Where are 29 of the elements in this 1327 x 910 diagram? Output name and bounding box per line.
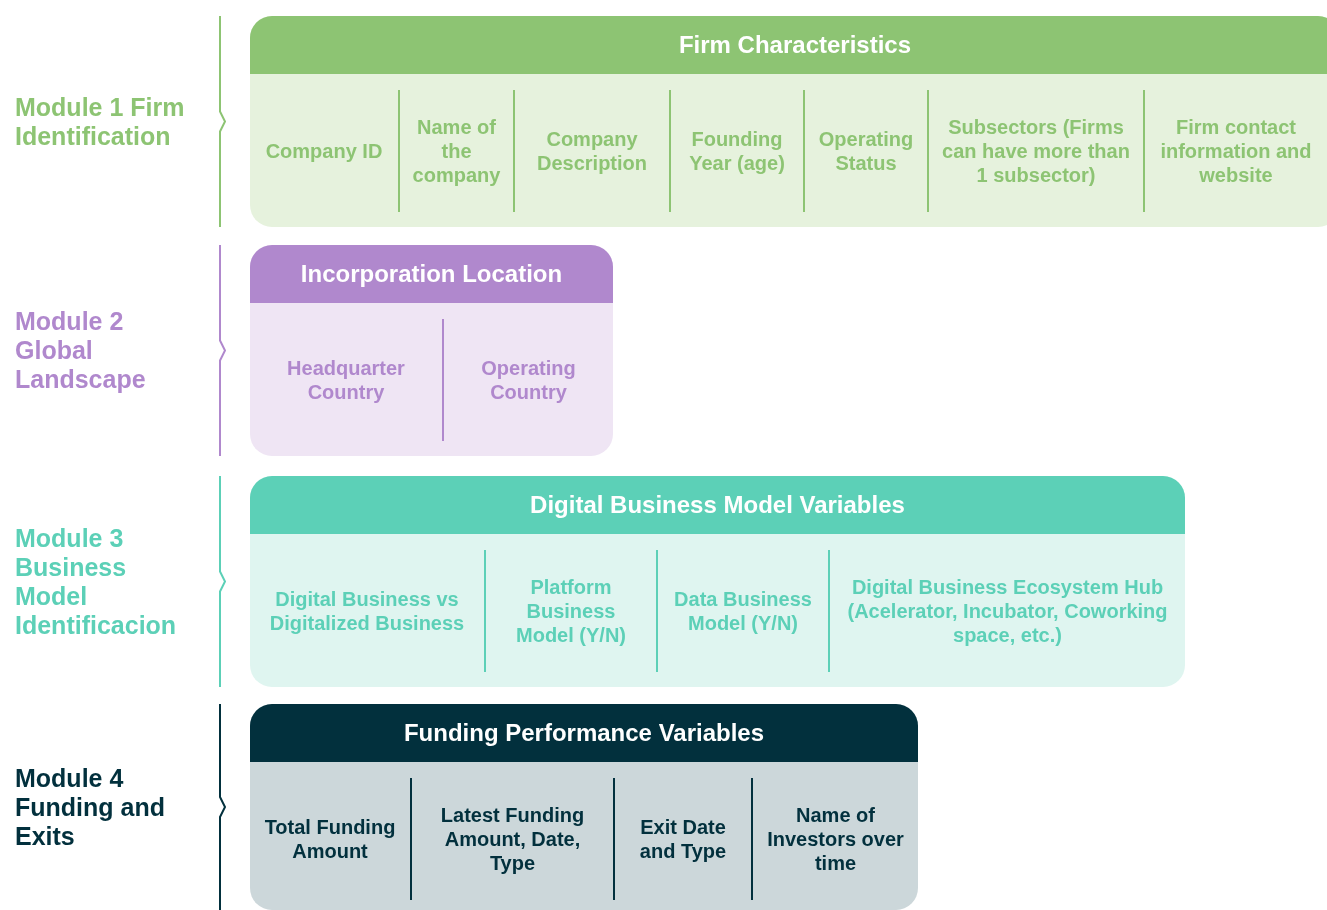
variable-label: Operating Status — [803, 90, 927, 212]
variable-label: Name of Investors over time — [751, 778, 918, 900]
category-panel — [250, 704, 918, 910]
variable-label: Headquarter Country — [250, 319, 442, 441]
variable-label: Digital Business vs Digitalized Business — [250, 550, 484, 672]
module-label: Module 3 Business Model Identificacion — [15, 523, 178, 640]
variable-label: Firm contact information and website — [1143, 90, 1327, 212]
category-panel — [250, 476, 1185, 687]
category-panel — [250, 245, 613, 456]
variable-label: Subsectors (Firms can have more than 1 subsector) — [927, 90, 1143, 212]
panel-header: Digital Business Model Variables — [250, 476, 1185, 534]
variable-label: Founding Year (age) — [669, 90, 803, 212]
variable-label: Total Funding Amount — [250, 778, 410, 900]
module-label: Module 2 Global Landscape — [15, 307, 147, 394]
category-panel — [250, 16, 1327, 227]
variable-label: Platform Business Model (Y/N) — [484, 550, 656, 672]
variable-label: Company ID — [250, 90, 398, 212]
variable-label: Exit Date and Type — [613, 778, 751, 900]
variable-label: Name of the company — [398, 90, 513, 212]
variable-label: Company Description — [513, 90, 669, 212]
panel-header: Incorporation Location — [250, 245, 613, 303]
variable-label: Latest Funding Amount, Date, Type — [410, 778, 613, 900]
variable-label: Operating Country — [442, 319, 613, 441]
variable-label: Digital Business Ecosystem Hub (Acelerator, Incubator, Coworking space, etc.) — [828, 550, 1185, 672]
panel-header: Funding Performance Variables — [250, 704, 918, 762]
variable-label: Data Business Model (Y/N) — [656, 550, 828, 672]
panel-header: Firm Characteristics — [250, 16, 1327, 74]
module-label: Module 4 Funding and Exits — [15, 763, 166, 851]
module-label: Module 1 Firm Identification — [15, 92, 186, 151]
